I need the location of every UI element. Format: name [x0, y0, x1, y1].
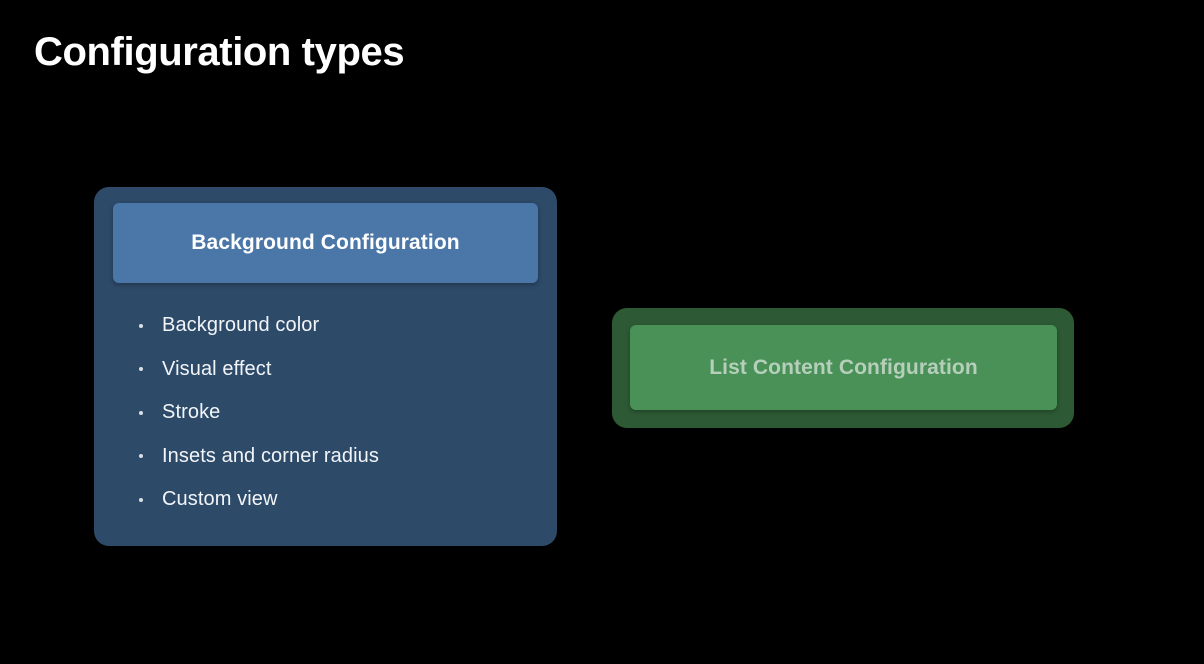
- list-item-label: Custom view: [162, 488, 278, 511]
- list-item: Stroke: [139, 391, 379, 435]
- page-title: Configuration types: [34, 30, 405, 74]
- list-item: Insets and corner radius: [139, 435, 379, 479]
- list-item: Visual effect: [139, 348, 379, 392]
- bullet-icon: [139, 323, 143, 328]
- list-item: Custom view: [139, 478, 379, 522]
- background-configuration-feature-list: Background color Visual effect Stroke In…: [139, 304, 379, 522]
- bullet-icon: [139, 454, 143, 459]
- bullet-icon: [139, 367, 143, 372]
- bullet-icon: [139, 497, 143, 502]
- list-item-label: Background color: [162, 314, 320, 337]
- list-item-label: Stroke: [162, 401, 221, 424]
- background-configuration-card: Background Configuration Background colo…: [94, 187, 557, 546]
- bullet-icon: [139, 410, 143, 415]
- list-item: Background color: [139, 304, 379, 348]
- list-content-configuration-header-label: List Content Configuration: [709, 355, 978, 379]
- list-content-configuration-card: List Content Configuration: [612, 308, 1074, 428]
- background-configuration-header: Background Configuration: [113, 203, 538, 283]
- list-item-label: Visual effect: [162, 357, 272, 380]
- list-item-label: Insets and corner radius: [162, 444, 379, 467]
- background-configuration-header-label: Background Configuration: [191, 231, 460, 254]
- list-content-configuration-header: List Content Configuration: [630, 325, 1057, 410]
